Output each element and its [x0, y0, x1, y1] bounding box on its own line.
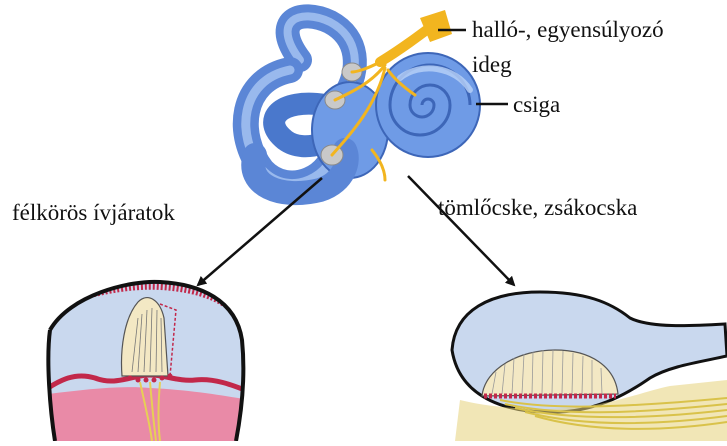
label-cochlea: csiga [513, 93, 560, 116]
label-semicircular-canals: félkörös ívjáratok [12, 201, 175, 224]
label-utricle-saccule: tömlőcske, zsákocska [438, 196, 637, 219]
semicircular-detail [40, 275, 255, 441]
labyrinth-illustration [246, 10, 480, 193]
label-nerve-line2: ideg [472, 53, 512, 76]
utricle-detail [452, 292, 727, 441]
arrow-to-utricle-detail [408, 176, 514, 285]
label-nerve-line1: halló-, egyensúlyozó [472, 18, 664, 41]
